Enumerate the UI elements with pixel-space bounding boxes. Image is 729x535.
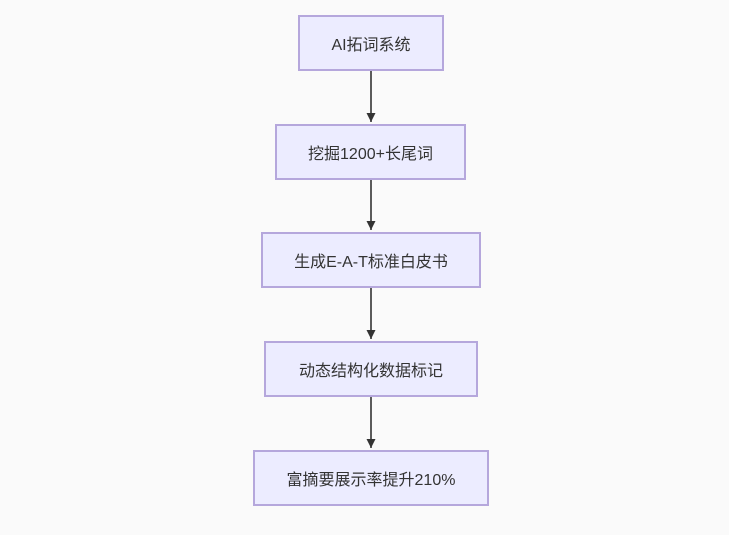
flow-node-label: 富摘要展示率提升210% — [286, 472, 456, 489]
flow-node-label: 挖掘1200+长尾词 — [308, 146, 433, 163]
flow-node-label: 生成E-A-T标准白皮书 — [294, 254, 448, 271]
flow-node-dynamic-structured-data-markup: 动态结构化数据标记 — [264, 341, 478, 397]
flow-node-rich-snippet-rate-increase: 富摘要展示率提升210% — [253, 450, 489, 506]
flow-node-generate-eat-whitepaper: 生成E-A-T标准白皮书 — [261, 232, 481, 288]
flow-node-label: 动态结构化数据标记 — [298, 363, 443, 380]
flow-node-mine-longtail-keywords: 挖掘1200+长尾词 — [275, 124, 466, 180]
flow-node-label: AI拓词系统 — [331, 37, 411, 54]
flow-node-ai-word-expansion-system: AI拓词系统 — [298, 15, 444, 71]
